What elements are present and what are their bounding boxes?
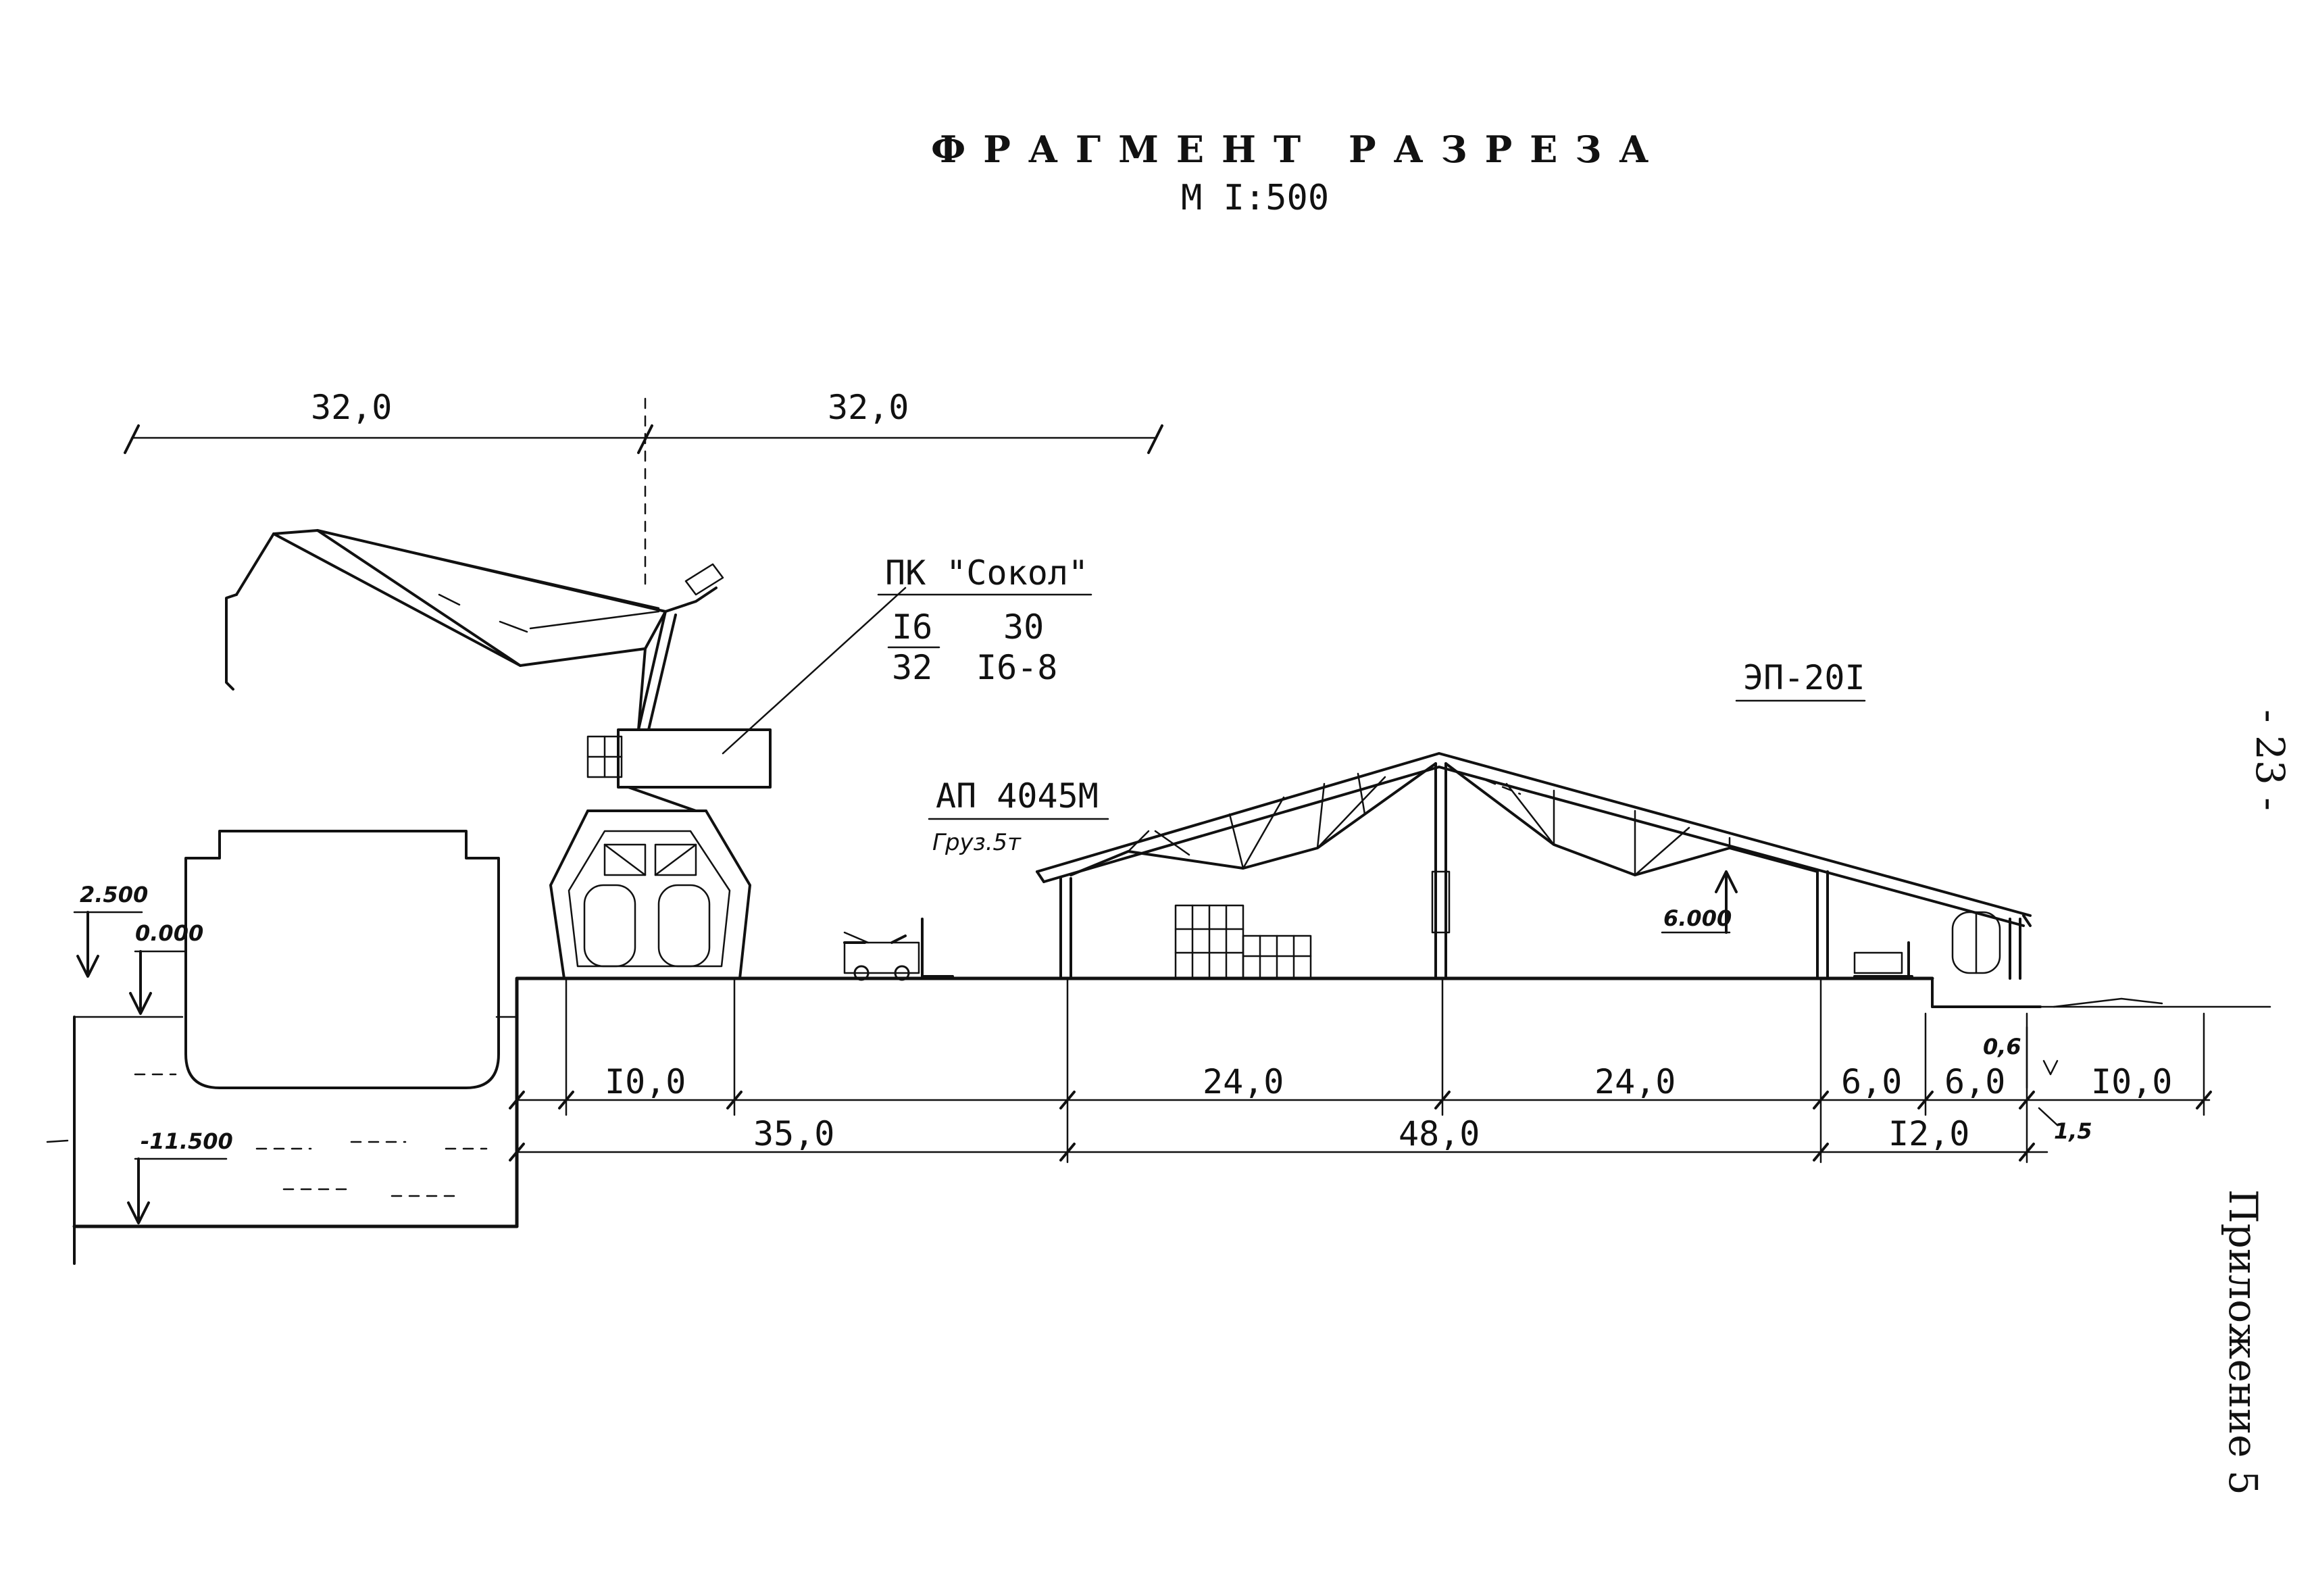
elevation-mark-top bbox=[73, 911, 143, 978]
forklift-quay bbox=[843, 918, 954, 981]
dim-row1-0: I0,0 bbox=[605, 1062, 686, 1101]
drawing-scale: М I:500 bbox=[1181, 178, 1329, 218]
top-dimension-line bbox=[124, 397, 1163, 589]
dim-row1-1: 24,0 bbox=[1203, 1062, 1284, 1101]
dim-row1-4: 6,0 bbox=[1944, 1062, 2005, 1101]
water-area bbox=[46, 978, 519, 1265]
dim-row2-0: 35,0 bbox=[753, 1114, 834, 1153]
warehouse-building bbox=[1036, 752, 2032, 980]
dim-small-1-5: 1,5 bbox=[2054, 1118, 2092, 1144]
dim-row1-5: I0,0 bbox=[2091, 1062, 2172, 1101]
dim-row2-2: I2,0 bbox=[1888, 1114, 1969, 1153]
warehouse-height-mark bbox=[1661, 870, 1738, 934]
page-number: - 23 - bbox=[2247, 709, 2293, 811]
small-dimension-marks bbox=[2026, 1026, 2059, 1126]
elevation-top-label: 2.500 bbox=[80, 882, 148, 907]
crane-leader-line bbox=[722, 587, 907, 755]
forklift-capacity: Груз.5т bbox=[932, 829, 1022, 856]
dimension-row-1 bbox=[509, 1091, 2212, 1109]
drawing-title: ФРАГМЕНТ РАЗРЕЗА bbox=[931, 128, 1666, 171]
portal-crane bbox=[225, 529, 772, 980]
appendix-label: Приложение 5 bbox=[2220, 1189, 2266, 1495]
dim-top-right: 32,0 bbox=[828, 388, 909, 427]
crane-spec-row1-val: 30 bbox=[1003, 607, 1044, 647]
ship-hull bbox=[184, 830, 500, 1089]
warehouse-label: ЭП-20I bbox=[1743, 658, 1865, 697]
dim-row2-1: 48,0 bbox=[1399, 1114, 1480, 1153]
elevation-zero-label: 0.000 bbox=[135, 920, 203, 946]
elevation-bottom-label: -11.500 bbox=[141, 1128, 233, 1154]
forklift-label: АП 4045М bbox=[936, 776, 1099, 816]
elevation-mark-bottom bbox=[127, 1157, 228, 1224]
crane-spec-row2-num: 32 bbox=[892, 648, 932, 687]
elevation-mark-zero bbox=[129, 950, 187, 1015]
crane-label: ПК "Сокол" bbox=[885, 553, 1088, 593]
warehouse-height-label: 6.000 bbox=[1663, 905, 1732, 931]
dimension-row-2 bbox=[509, 1143, 2048, 1162]
crane-spec-row1-num: I6 bbox=[892, 607, 932, 647]
crane-spec-row2-val: I6-8 bbox=[976, 648, 1057, 687]
dim-row1-2: 24,0 bbox=[1594, 1062, 1676, 1101]
dim-small-0-6: 0,6 bbox=[1983, 1034, 2021, 1059]
dim-row1-3: 6,0 bbox=[1841, 1062, 1902, 1101]
dim-top-left: 32,0 bbox=[311, 388, 392, 427]
